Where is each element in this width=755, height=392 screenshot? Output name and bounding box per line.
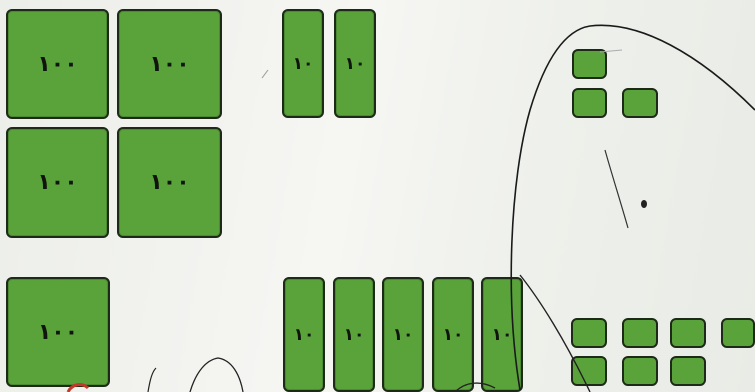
red-mark — [68, 385, 88, 392]
pencil-dot — [641, 200, 647, 208]
pencil-mark — [455, 383, 495, 392]
pencil-mark — [605, 150, 628, 228]
pencil-mark — [262, 70, 268, 78]
pencil-mark — [600, 50, 622, 52]
loop-stroke — [511, 25, 755, 390]
pencil-mark — [190, 358, 243, 392]
pencil-mark — [148, 368, 156, 392]
loop-stroke-lower — [520, 275, 590, 392]
